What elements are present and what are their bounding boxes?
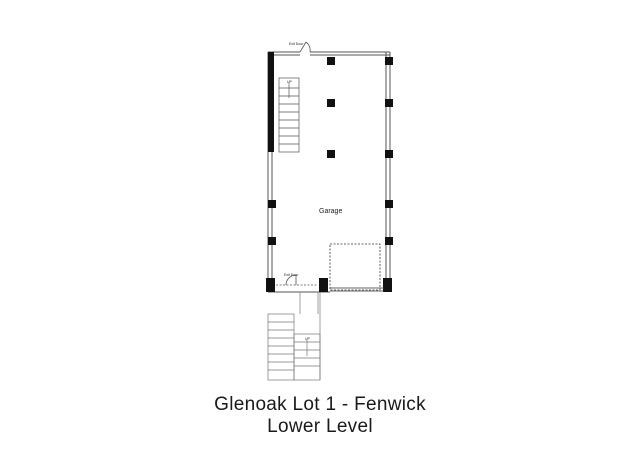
column	[385, 237, 393, 245]
column	[327, 57, 335, 65]
columns	[266, 57, 393, 292]
column	[385, 57, 393, 65]
column	[268, 237, 276, 245]
column	[327, 150, 335, 158]
column	[385, 200, 393, 208]
column	[266, 278, 275, 292]
interior-stair-up-label: UP	[287, 80, 293, 84]
garage-door	[329, 243, 384, 292]
stair-wall	[268, 52, 274, 152]
top-exit-door	[299, 41, 311, 53]
top-door-label: Exit Door	[289, 42, 304, 46]
column	[385, 150, 393, 158]
bottom-exit-door	[276, 274, 318, 286]
interior-stair	[278, 77, 300, 153]
column	[385, 99, 393, 107]
column	[383, 278, 392, 292]
garage-label: Garage	[319, 208, 342, 215]
plan-subtitle: Lower Level	[267, 416, 373, 437]
column	[319, 278, 328, 292]
plan-title: Glenoak Lot 1 - Fenwick	[214, 394, 426, 415]
exterior-stair-up-label: UP	[305, 337, 311, 341]
column	[327, 99, 335, 107]
exterior-stair	[267, 292, 321, 381]
bottom-door-label: Exit Door	[284, 273, 299, 277]
column	[268, 200, 276, 208]
